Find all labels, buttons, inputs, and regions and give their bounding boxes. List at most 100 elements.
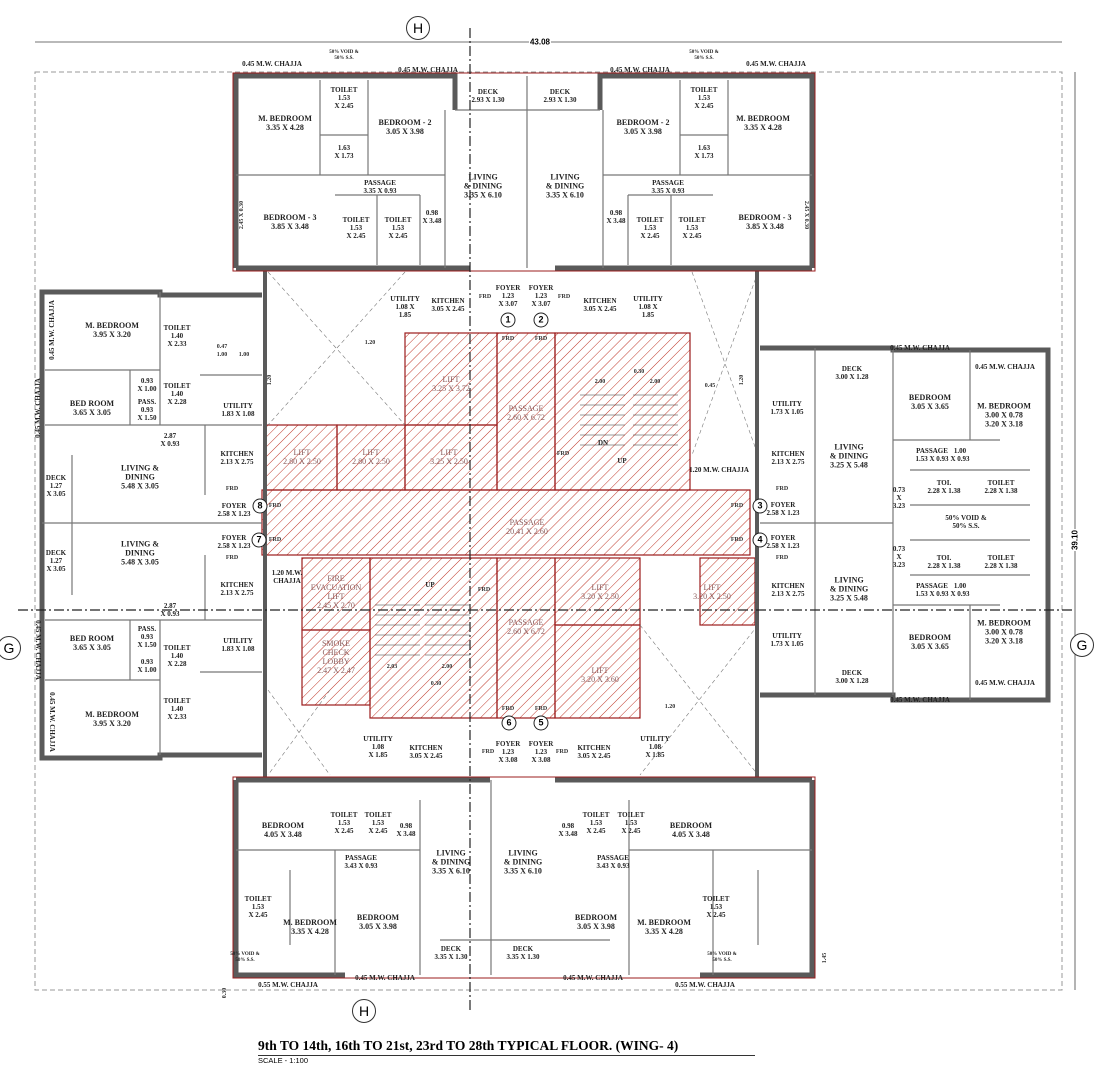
room-label: M. BEDROOM 3.35 X 4.28	[736, 114, 790, 132]
chajja-label: 0.55 M.W. CHAJJA	[675, 981, 735, 989]
room-label: PASSAGE 3.35 X 0.93	[363, 179, 397, 195]
drawing-scale: SCALE - 1:100	[258, 1056, 309, 1065]
dimension-label: 2.03	[386, 664, 398, 670]
chajja-label: 0.45 M.W. CHAJJA	[48, 300, 56, 360]
room-label: 1.63 X 1.73	[694, 144, 714, 160]
room-label: BEDROOM 3.05 X 3.98	[356, 913, 400, 931]
room-label: TOI. 2.28 X 1.38	[927, 554, 961, 570]
room-label: FOYER 2.58 X 1.23	[217, 534, 251, 550]
wall-top-right-unit	[597, 73, 815, 268]
room-label: UTILITY 1.08 X 1.85	[390, 295, 420, 319]
room-label: PASSAGE 2.60 X 6.72	[507, 618, 545, 636]
room-label: 2.87 X 0.93	[160, 602, 180, 618]
room-label: BEDROOM 3.05 X 3.98	[574, 913, 618, 931]
dimension-label: 0.30	[222, 987, 228, 999]
frd-label: FRD	[501, 706, 515, 712]
lift-hatch	[404, 332, 498, 426]
room-label: PASSAGE 3.35 X 0.93	[651, 179, 685, 195]
room-label: KITCHEN 3.05 X 2.45	[409, 744, 443, 760]
room-label: BEDROOM 3.05 X 3.65	[908, 633, 952, 651]
void-label: 50% VOID & 50% S.S.	[707, 952, 737, 963]
flat-number-badge: 1	[500, 312, 516, 328]
room-label: M. BEDROOM 3.00 X 0.78 3.20 X 3.18	[977, 401, 1031, 429]
room-label: TOILET 1.53 X 2.45	[678, 216, 706, 240]
room-label: LIFT 2.80 X 2.50	[352, 448, 390, 466]
flat-number-badge: 4	[752, 532, 768, 548]
flat-number-badge: 5	[533, 715, 549, 731]
room-label: TOILET 1.53 X 2.45	[364, 811, 392, 835]
passage-hatch	[496, 557, 556, 719]
room-label: KITCHEN 3.05 X 2.45	[577, 744, 611, 760]
room-label: UTILITY 1.08 X 1.85	[363, 735, 393, 759]
chajja-label: 0.45 M.W. CHAJJA	[34, 620, 42, 680]
chajja-label: 0.45 M.W. CHAJJA	[563, 974, 623, 982]
flat-number-badge: 2	[533, 312, 549, 328]
frd-label: FRD	[268, 537, 282, 543]
room-label: UTILITY 1.83 X 1.08	[221, 402, 255, 418]
flat-number-badge: 3	[752, 498, 768, 514]
room-label: KITCHEN 2.13 X 2.75	[220, 581, 254, 597]
room-label: SMOKE CHECK LOBBY 2.47 X 2.47	[317, 639, 355, 675]
chajja-label: 0.45 M.W. CHAJJA	[355, 974, 415, 982]
room-label: 1.00 X 0.93	[950, 582, 970, 598]
room-label: 0.98 X 3.48	[422, 209, 442, 225]
title-underline	[258, 1055, 755, 1056]
section-marker-g-right: G	[1070, 633, 1094, 657]
room-label: BEDROOM - 3 3.85 X 3.48	[263, 213, 317, 231]
outline-red	[232, 72, 816, 979]
room-label: 0.93 X 1.00	[137, 658, 157, 674]
room-label: TOILET 1.53 X 2.45	[636, 216, 664, 240]
room-label: DECK 3.00 X 1.28	[835, 365, 869, 381]
hatched-core	[261, 332, 756, 719]
room-label: TOILET 1.53 X 2.45	[702, 895, 730, 919]
chajja-label: 0.45 M.W. CHAJJA	[975, 679, 1035, 687]
room-label: BED ROOM 3.65 X 3.05	[69, 634, 115, 652]
dimension-label: 1.20	[364, 340, 376, 346]
room-label: LIFT 3.20 X 3.60	[581, 666, 619, 684]
dimension-label: 1.45	[822, 952, 828, 964]
dimension-label: 2.45 X 0.30	[803, 200, 809, 230]
room-label: M. BEDROOM 3.35 X 4.28	[258, 114, 312, 132]
frd-label: FRD	[225, 555, 239, 561]
wall-bottom-right-unit	[700, 780, 815, 978]
frd-label: FRD	[501, 336, 515, 342]
chajja-label: 0.45 M.W. CHAJJA	[242, 60, 302, 68]
room-label: DECK 3.00 X 1.28	[835, 669, 869, 685]
room-label: 0.73 X 3.23	[892, 486, 906, 510]
dimension-label: 2.00	[441, 664, 453, 670]
staircase-hatch	[369, 557, 498, 719]
dimension-label: 1.20	[664, 704, 676, 710]
main-passage-hatch	[261, 489, 751, 556]
room-label: TOILET 1.53 X 2.45	[690, 86, 718, 110]
room-label: BEDROOM - 3 3.85 X 3.48	[738, 213, 792, 231]
room-label: 2.87 X 0.93	[160, 432, 180, 448]
lift-hatch	[554, 624, 641, 719]
frd-label: FRD	[268, 503, 282, 509]
room-label: TOILET 1.53 X 2.45	[330, 86, 358, 110]
room-label: DECK 1.27 X 3.05	[45, 474, 67, 498]
room-label: UTILITY 1.08 X 1.85	[640, 735, 670, 759]
dimension-label: 1.00	[238, 352, 250, 358]
dimension-label: 0.47	[216, 344, 228, 350]
room-label: KITCHEN 3.05 X 2.45	[583, 297, 617, 313]
room-label: TOILET 1.40 X 2.28	[163, 382, 191, 406]
room-label: 0.98 X 3.48	[606, 209, 626, 225]
dimension-label: 0.45	[704, 383, 716, 389]
room-label: UTILITY 1.73 X 1.05	[770, 400, 804, 416]
frd-label: FRD	[534, 706, 548, 712]
dimension-label: 0.30	[633, 369, 645, 375]
room-label: LIVING & DINING 3.35 X 6.10	[463, 172, 503, 200]
flat-number-badge: 6	[501, 715, 517, 731]
room-label: LIVING & DINING 3.35 X 6.10	[545, 172, 585, 200]
frd-label: FRD	[557, 294, 571, 300]
wall-left-units	[39, 289, 262, 761]
room-label: FOYER 1.23 X 3.07	[528, 284, 554, 308]
room-label: 50% VOID & 50% S.S.	[945, 514, 987, 530]
lift-hatch	[336, 424, 406, 491]
room-label: BEDROOM - 2 3.05 X 3.98	[378, 118, 432, 136]
overall-depth-dimension: 39.10	[1070, 528, 1080, 552]
partitions	[42, 76, 1030, 975]
room-label: TOILET 2.28 X 1.38	[984, 479, 1018, 495]
chajja-label: 0.45 M.W. CHAJJA	[746, 60, 806, 68]
